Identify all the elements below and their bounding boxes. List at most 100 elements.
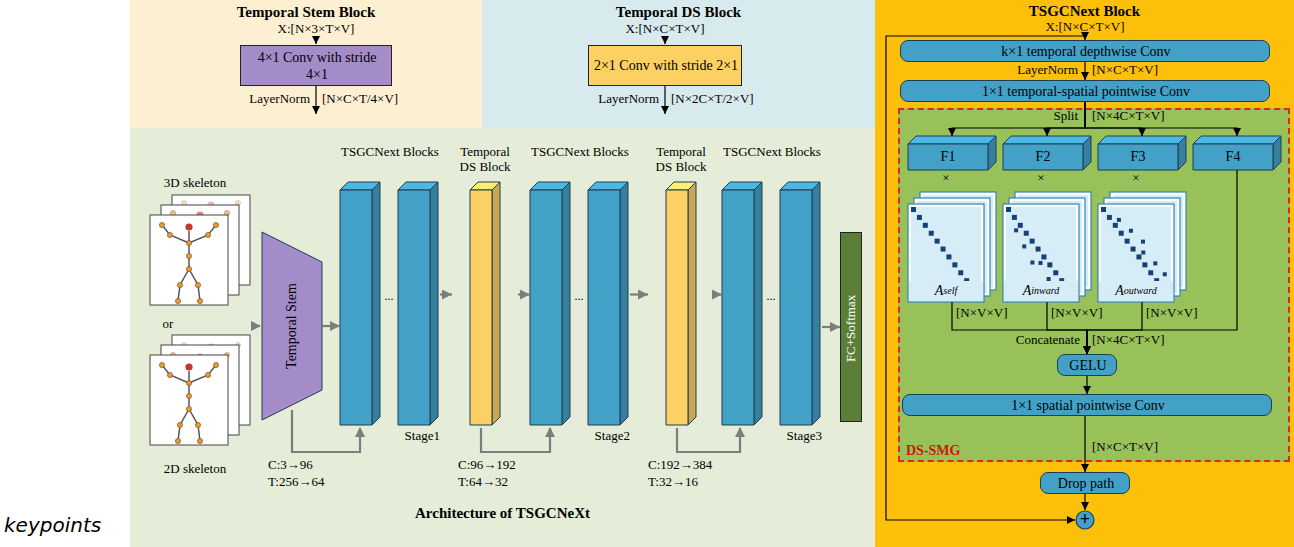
conv-box: 2×1 Conv with stride 2×1 <box>588 45 742 86</box>
block-panel: Temporal DS Block 2×1 Conv with stride 2×… <box>482 0 875 128</box>
connector <box>714 293 722 295</box>
text-label: Split <box>1018 109 1078 123</box>
add-node: + <box>1075 510 1095 530</box>
text-label: [N×2C×T/2×V] <box>671 92 801 107</box>
node-text: ... <box>763 290 779 304</box>
text-label: × <box>1034 170 1048 186</box>
slab-top <box>1098 136 1186 144</box>
adjacency-matrix: Ainward <box>1003 192 1091 302</box>
matrix-cell <box>1119 231 1124 236</box>
text-label: [N×4C×T×V] <box>1092 109 1212 123</box>
slab-top <box>1003 136 1091 144</box>
panel-arrows <box>316 34 1085 520</box>
text-label: keypoints <box>4 512 128 538</box>
feature-slab: F2 <box>1003 136 1091 170</box>
slab-front <box>340 190 372 425</box>
text-label: × <box>1129 170 1143 186</box>
connector <box>440 293 452 295</box>
matrix-cell <box>935 239 940 244</box>
slab-front <box>530 190 562 425</box>
node-text: Architecture of TSGCNeXt <box>130 503 875 525</box>
conv-box: 1×1 temporal-spatial pointwise Conv <box>900 80 1270 102</box>
drop-path-box: Drop path <box>1040 472 1130 494</box>
conv-box: 1×1 spatial pointwise Conv <box>902 394 1272 416</box>
text-label: X:[N×C×T×V] <box>605 22 725 37</box>
text-label: C:3→96 <box>268 457 358 473</box>
node-text: 1×1 temporal-spatial pointwise Conv <box>901 81 1271 103</box>
text-label: T:32→16 <box>648 474 738 490</box>
connector <box>630 293 648 295</box>
matrix-cell <box>1141 251 1145 255</box>
text-label: LayerNorm <box>232 92 310 107</box>
node-text: Stage3 <box>754 428 822 444</box>
slab-front <box>470 190 492 425</box>
text-label: 3D skeleton <box>140 174 250 192</box>
text-label: T:256→64 <box>268 474 358 490</box>
matrix-cell <box>917 215 922 220</box>
node-text: Temporal DS Block <box>452 145 518 185</box>
slab-front <box>722 190 754 425</box>
matrix-cell <box>941 247 946 252</box>
matrix-cell <box>1030 239 1035 244</box>
connector <box>822 326 840 328</box>
connector <box>952 102 1085 136</box>
ds-smg-region: DS-SMGF1F2F3F4AselfAinwardAoutwardGELU1×… <box>898 108 1290 462</box>
feature-slab: F4 <box>1193 136 1281 170</box>
adjacency-matrix: Aoutward <box>1098 192 1186 302</box>
matrix-cell <box>1036 247 1041 252</box>
matrix-cell <box>1107 215 1112 220</box>
text-label: C:96→192 <box>458 457 548 473</box>
text-label: T:64→32 <box>458 474 548 490</box>
slab-side <box>988 136 996 170</box>
matrix-cell <box>1101 207 1106 212</box>
slab-front <box>398 190 430 425</box>
matrix-cell <box>1047 262 1052 267</box>
slab-side <box>688 182 696 425</box>
gelu-box: GELU <box>1057 354 1117 376</box>
matrix-cell <box>923 223 928 228</box>
node-text: Drop path <box>1041 473 1131 495</box>
node-text: Stage2 <box>562 428 630 444</box>
trapezoid <box>262 232 322 420</box>
slab-side <box>620 182 628 425</box>
matrix-cell <box>1012 215 1017 220</box>
connector <box>322 325 340 327</box>
node-text: 1×1 spatial pointwise Conv <box>903 395 1273 417</box>
text-label: X:[N×C×T×V] <box>1035 20 1135 34</box>
node-text: F1 <box>908 144 988 170</box>
node-text: ... <box>381 290 397 304</box>
matrix-cell <box>1024 231 1029 236</box>
text-label: [N×C×T×V] <box>1092 63 1212 78</box>
ds-block: Temporal DS Block <box>648 145 714 444</box>
connector <box>1084 62 1085 80</box>
node-text: F3 <box>1098 144 1178 170</box>
text-label: LayerNorm <box>990 63 1078 78</box>
adjacency-matrix: Aself <box>908 192 996 302</box>
conv-box: k×1 temporal depthwise Conv <box>900 40 1270 62</box>
matrix-cell <box>1039 261 1043 265</box>
matrix-cell <box>1148 270 1153 275</box>
slab-side <box>812 182 820 425</box>
connector <box>1084 494 1085 510</box>
block-panel: TSGCNext Blockk×1 temporal depthwise Con… <box>875 0 1294 547</box>
slab-front <box>1193 144 1273 170</box>
matrix-cell <box>1163 272 1167 276</box>
slab-side <box>1178 136 1186 170</box>
text-label: [N×C×T×V] <box>1092 440 1212 455</box>
matrix-cell <box>1113 223 1118 228</box>
skeleton-3d <box>150 195 250 305</box>
fc-box: FC+Softmax <box>840 232 862 422</box>
matrix-layer <box>908 204 984 302</box>
node-text: Aself <box>909 281 983 301</box>
connector <box>1085 102 1237 136</box>
node-text: TSGCNext Blocks <box>722 145 822 181</box>
connector <box>518 293 530 295</box>
node-text: 4×1 Conv with stride 4×1 <box>241 46 393 87</box>
text-label: LayerNorm <box>581 92 659 107</box>
node-text: FC+Softmax <box>841 233 863 423</box>
slab-front <box>666 190 688 425</box>
node-text: Temporal DS Block <box>482 3 875 22</box>
slab-side <box>372 182 380 425</box>
text-label: [N×V×V] <box>956 306 1028 320</box>
text-label: [N×V×V] <box>1051 306 1123 320</box>
